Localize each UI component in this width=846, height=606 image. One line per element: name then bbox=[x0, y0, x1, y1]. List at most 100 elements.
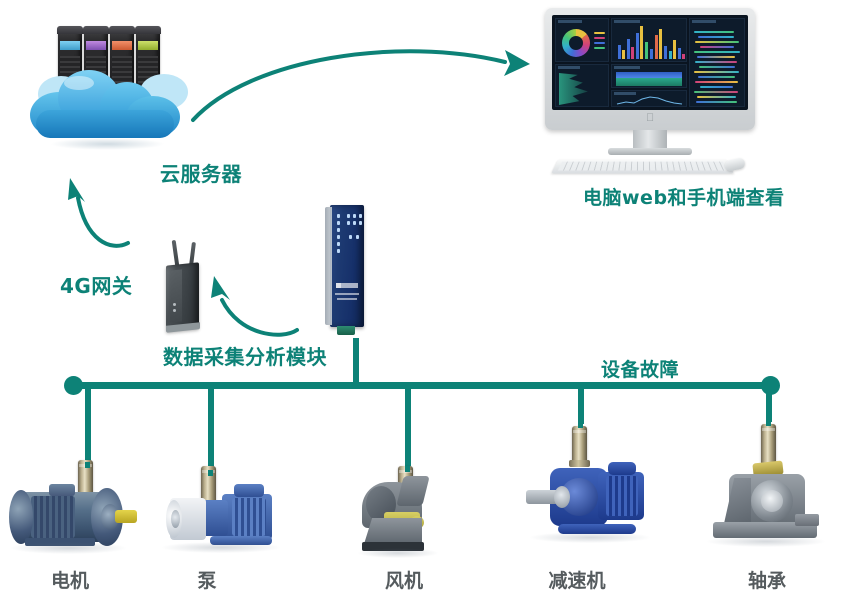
daq-brand-text bbox=[335, 293, 359, 295]
daq-module-node[interactable] bbox=[325, 205, 369, 335]
riser-pump bbox=[208, 388, 214, 474]
equipment-reducer[interactable] bbox=[510, 420, 660, 555]
equipment-motor[interactable] bbox=[5, 440, 137, 554]
4g-gateway-node[interactable] bbox=[160, 239, 204, 333]
motor-cooling-fins bbox=[31, 496, 75, 538]
pump-inlet-bore bbox=[171, 510, 180, 528]
sensor-mount bbox=[569, 460, 590, 467]
gateway-led bbox=[173, 303, 176, 306]
daq-led bbox=[359, 221, 362, 225]
motor-terminal-box bbox=[49, 484, 75, 496]
keyboard bbox=[551, 157, 746, 178]
riser-bearing bbox=[766, 388, 772, 422]
sensor-cable-fan bbox=[405, 466, 410, 472]
monitor-stand-neck bbox=[633, 130, 667, 150]
daq-led bbox=[349, 235, 352, 239]
daq-led bbox=[356, 235, 359, 239]
equipment-fan[interactable] bbox=[350, 458, 460, 558]
pump-base-foot bbox=[210, 536, 272, 545]
bar-panel bbox=[611, 18, 687, 62]
daq-terminal-connector bbox=[337, 326, 355, 335]
sensor-cable-reducer bbox=[578, 420, 583, 428]
arrow-module-to-gateway bbox=[220, 298, 299, 337]
daq-led bbox=[337, 235, 340, 239]
arrowhead-gateway bbox=[211, 276, 230, 300]
reducer-output-shaft bbox=[526, 490, 562, 504]
sensor-cable-motor bbox=[85, 462, 90, 468]
motor-shadow bbox=[11, 542, 126, 554]
reducer-motor-fins bbox=[606, 476, 638, 516]
cloud-server-label: 云服务器 bbox=[160, 162, 242, 186]
bearing-left-rib bbox=[723, 478, 751, 528]
pump-terminal-box bbox=[234, 484, 264, 497]
gateway-led bbox=[173, 309, 176, 312]
daq-side-rail bbox=[325, 207, 332, 325]
daq-module-label: 数据采集分析模块 bbox=[163, 345, 327, 369]
bearing-base-plate bbox=[713, 522, 817, 538]
cloud-shadow bbox=[50, 138, 165, 150]
fan-support-frame bbox=[364, 518, 422, 544]
fan-base-plate bbox=[362, 542, 424, 551]
daq-led bbox=[359, 214, 362, 218]
sensor-cable-bearing bbox=[766, 418, 771, 426]
daq-led bbox=[337, 228, 340, 232]
vibration-sensor bbox=[572, 426, 587, 462]
equipment-label-bearing: 轴承 bbox=[747, 570, 787, 592]
histogram-panel bbox=[555, 64, 609, 107]
motor-shaft bbox=[115, 510, 137, 523]
monitor-label: 电脑web和手机端查看 bbox=[583, 187, 785, 209]
arrowhead-cloud bbox=[68, 178, 85, 202]
daq-body bbox=[330, 205, 364, 327]
fan-shadow bbox=[358, 548, 438, 558]
bearing-right-pad bbox=[795, 514, 819, 526]
equipment-bus-line bbox=[75, 382, 771, 389]
daq-led bbox=[353, 214, 356, 218]
monitor-node[interactable]:  bbox=[545, 8, 755, 183]
motor-base-foot bbox=[25, 538, 95, 546]
daq-led bbox=[337, 221, 340, 225]
pump-motor-fins bbox=[232, 498, 266, 536]
cloud-shape bbox=[30, 70, 180, 138]
sensor-cable-pump bbox=[208, 470, 213, 476]
gateway-panel bbox=[170, 269, 182, 323]
daq-led bbox=[337, 214, 340, 218]
equipment-fault-label: 设备故障 bbox=[601, 359, 680, 381]
sparkline-panel bbox=[689, 18, 745, 107]
equipment-label-pump: 泵 bbox=[197, 570, 217, 592]
equipment-label-reducer: 减速机 bbox=[548, 570, 606, 592]
reducer-base-foot bbox=[558, 524, 636, 534]
bus-endpoint-left bbox=[64, 376, 83, 395]
arrow-cloud-to-monitor bbox=[191, 49, 507, 122]
daq-led bbox=[337, 249, 340, 253]
apple-logo-icon:  bbox=[646, 113, 655, 124]
cloud-server-node[interactable] bbox=[20, 18, 195, 150]
arrow-gateway-to-cloud bbox=[76, 196, 130, 248]
daq-led bbox=[347, 214, 350, 218]
daq-led bbox=[353, 221, 356, 225]
vibration-sensor bbox=[761, 424, 776, 464]
gateway-label: 4G网关 bbox=[60, 274, 133, 298]
daq-led bbox=[337, 242, 340, 246]
arrowhead-monitor bbox=[504, 50, 530, 76]
riser-daq-to-bus bbox=[353, 338, 359, 384]
riser-reducer bbox=[578, 388, 584, 424]
line-panel bbox=[611, 90, 687, 107]
equipment-bearing[interactable] bbox=[695, 418, 835, 558]
bearing-bore bbox=[761, 490, 783, 512]
dashboard-screen[interactable] bbox=[552, 15, 748, 110]
reducer-terminal-box bbox=[608, 462, 636, 475]
equipment-label-motor: 电机 bbox=[50, 570, 90, 592]
reducer-shadow bbox=[530, 532, 650, 543]
waveform-panel bbox=[611, 64, 687, 88]
daq-brand-text bbox=[337, 298, 357, 300]
motor-end-cap bbox=[9, 490, 33, 544]
monitor-stand-foot bbox=[608, 148, 692, 155]
equipment-pump[interactable] bbox=[148, 448, 284, 553]
riser-fan bbox=[405, 388, 411, 470]
pump-shadow bbox=[162, 542, 280, 553]
daq-led bbox=[347, 221, 350, 225]
bus-endpoint-right bbox=[761, 376, 780, 395]
mouse bbox=[724, 157, 746, 172]
bearing-shadow bbox=[707, 536, 825, 547]
